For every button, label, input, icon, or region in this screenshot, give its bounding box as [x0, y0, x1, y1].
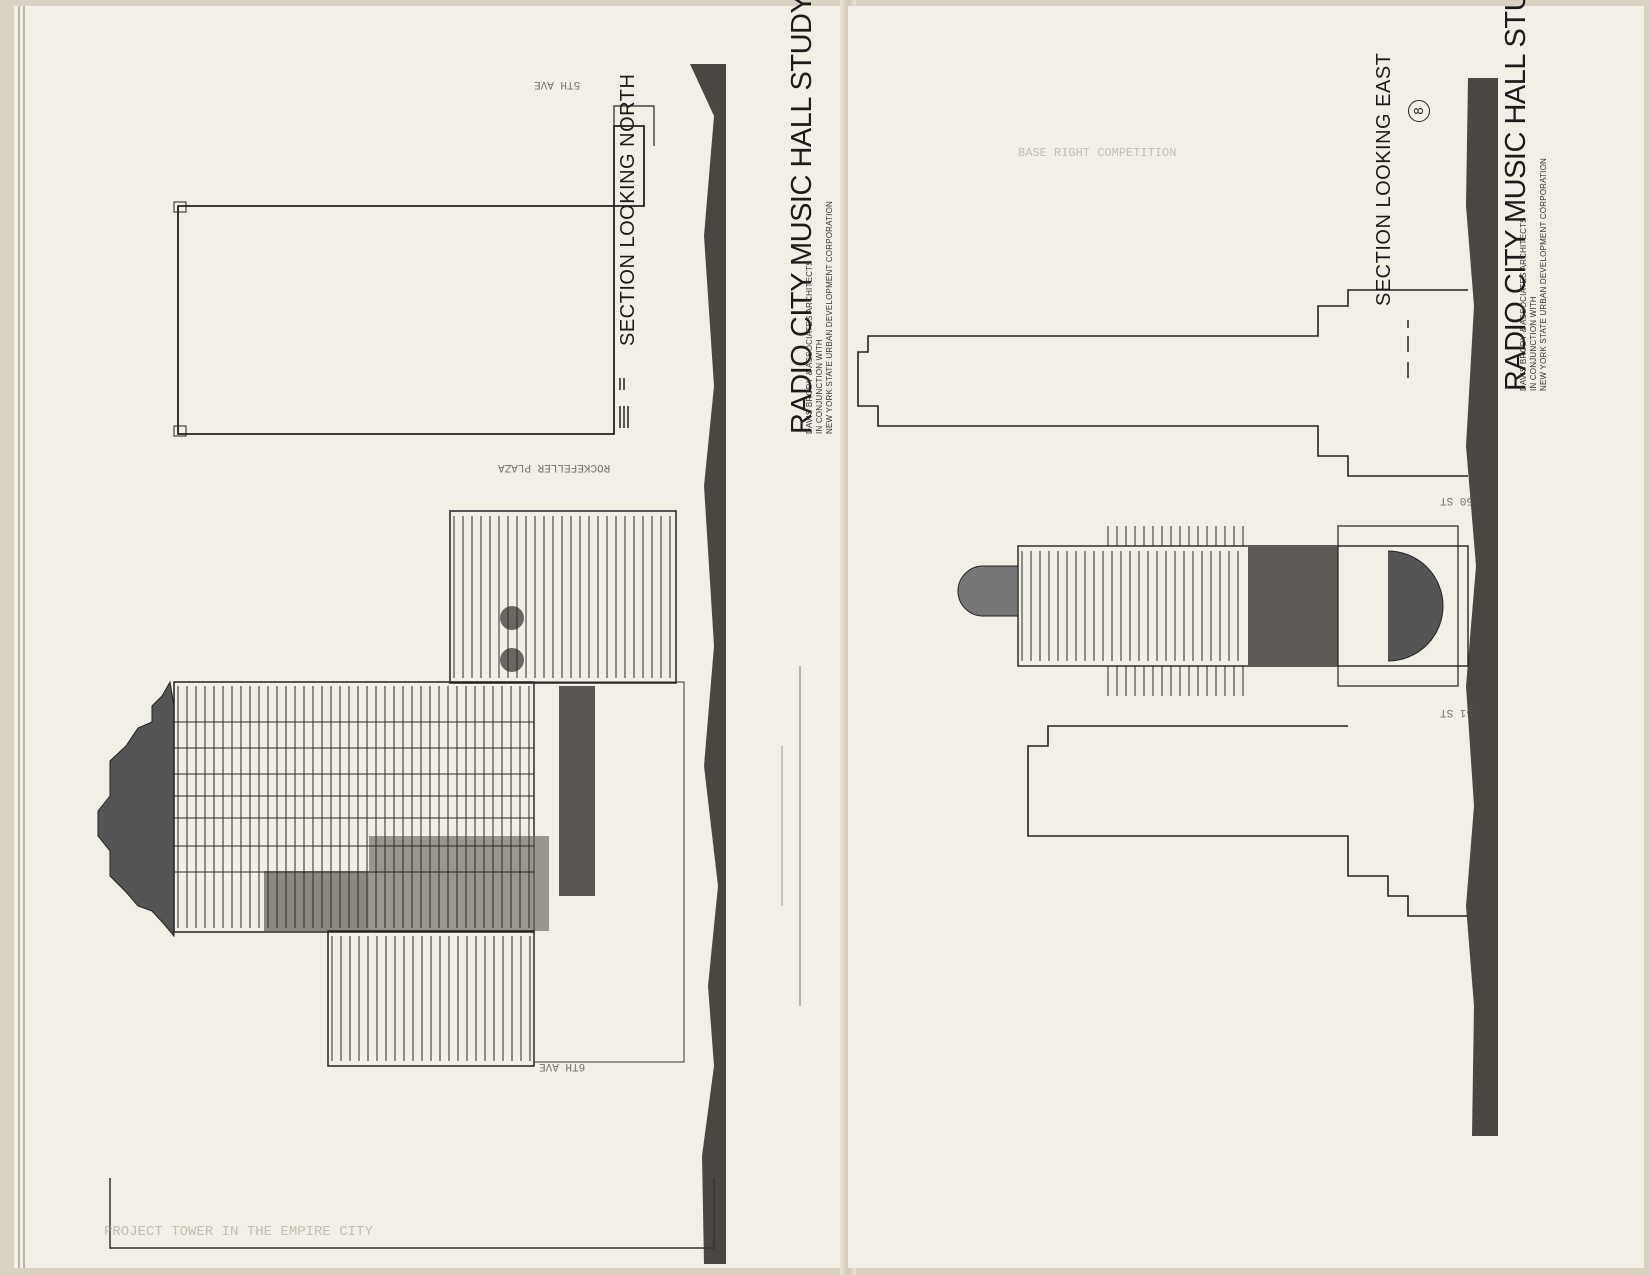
client-credit: NEW YORK STATE URBAN DEVELOPMENT CORPORA… — [1539, 158, 1548, 391]
collaboration-credit: IN CONJUNCTION WITH — [815, 339, 824, 434]
client-credit: NEW YORK STATE URBAN DEVELOPMENT CORPORA… — [825, 201, 834, 434]
seating-tiers — [174, 516, 671, 1061]
plaza-label: ROCKEFELLER PLAZA — [498, 461, 611, 473]
street-label: 6TH AVE — [539, 1060, 586, 1072]
sheet-number-badge: 8 — [1408, 100, 1430, 122]
collaboration-credit: IN CONJUNCTION WITH — [1529, 296, 1538, 391]
right-page: RADIO CITY MUSIC HALL STUDY DAVIS BRODY … — [848, 0, 1644, 1268]
section-title: SECTION LOOKING EAST — [1373, 52, 1395, 306]
street-label: 50 ST — [1440, 494, 1474, 506]
bleed-through-text: PROJECT TOWER IN THE EMPIRE CITY — [104, 1224, 373, 1240]
page-stack-edge — [18, 6, 20, 1268]
page-stack-edge — [23, 6, 25, 1268]
street-label: 5TH AVE — [534, 78, 581, 90]
left-page: RADIO CITY MUSIC HALL STUDY DAVIS BRODY … — [14, 0, 849, 1268]
architect-credit: DAVIS BRODY & ASSOCIATES ARCHITECTS — [1519, 217, 1528, 391]
architect-credit: DAVIS BRODY & ASSOCIATES ARCHITECTS — [805, 260, 814, 434]
section-drawing-north — [97, 64, 801, 1264]
section-drawing-east — [857, 78, 1498, 1136]
section-title: SECTION LOOKING NORTH — [617, 73, 639, 346]
bleed-through-heading: BASE RIGHT COMPETITION — [1018, 146, 1177, 160]
street-label: 51 ST — [1440, 706, 1474, 718]
